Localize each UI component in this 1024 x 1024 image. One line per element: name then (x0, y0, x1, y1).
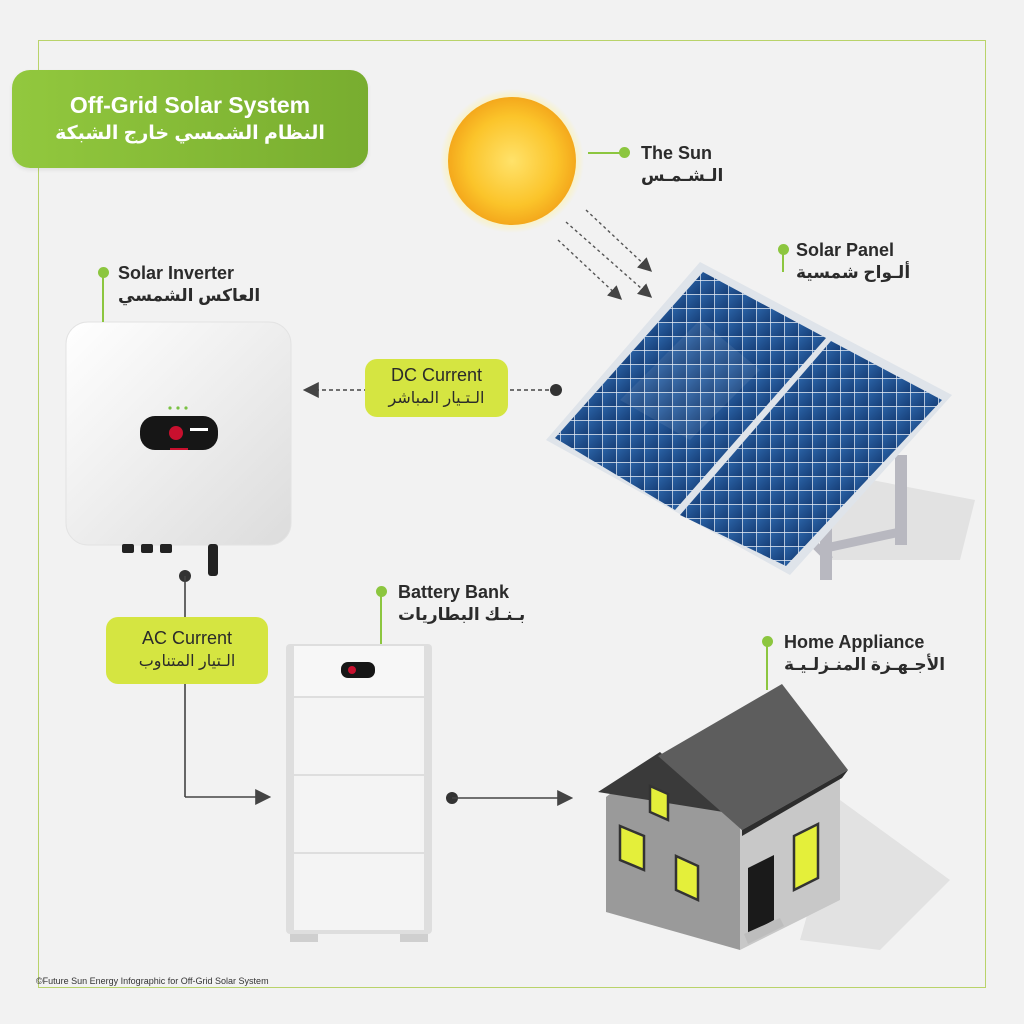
sun-label-connector (588, 152, 624, 154)
home-appliance-label-en: Home Appliance (784, 632, 925, 652)
battery-bank-illustration (286, 644, 432, 942)
battery-bank-label: Battery Bank بـنـك البطاريات (398, 582, 525, 625)
home-appliance-label-dot (762, 636, 773, 647)
battery-bank-label-ar: بـنـك البطاريات (398, 605, 526, 624)
sun-icon (440, 89, 584, 233)
solar-inverter-label-connector (102, 276, 104, 322)
battery-bank-label-connector (380, 596, 382, 644)
solar-panel-label-connector (782, 252, 784, 272)
sun-label: The Sun الـشـمـس (641, 143, 723, 186)
battery-to-home-flow (446, 790, 574, 806)
footer-credit: ©Future Sun Energy Infographic for Off-G… (36, 976, 269, 986)
solar-panel-label-en: Solar Panel (796, 240, 895, 260)
solar-panel-label-dot (778, 244, 789, 255)
ac-current-badge: AC Current الـتيار المتناوب (106, 617, 268, 684)
solar-panel-label-ar: ألـواح شمسية (796, 263, 911, 282)
battery-bank-label-dot (376, 586, 387, 597)
solar-inverter-label-en: Solar Inverter (118, 263, 235, 283)
solar-inverter-label-dot (98, 267, 109, 278)
title-badge: Off-Grid Solar System النظام الشمسي خارج… (12, 70, 368, 168)
battery-bank-label-en: Battery Bank (398, 582, 510, 602)
ac-current-label-ar: الـتيار المتناوب (138, 653, 236, 670)
ac-current-label-en: AC Current (141, 628, 233, 648)
home-appliance-label-connector (766, 646, 768, 690)
home-appliance-illustration (598, 684, 950, 950)
page-title: Off-Grid Solar System (69, 92, 311, 118)
sun-label-en: The Sun (641, 143, 712, 163)
dc-current-label-en: DC Current (390, 365, 483, 385)
sun-label-ar: الـشـمـس (641, 166, 724, 185)
sun-label-dot (619, 147, 630, 158)
dc-current-flow (302, 382, 562, 398)
dc-current-badge: DC Current الـتـيار المباشر (365, 359, 508, 417)
ac-current-flow (179, 570, 272, 805)
infographic-frame (38, 40, 986, 988)
solar-inverter-illustration (65, 321, 292, 576)
page-title-arabic: النظام الشمسي خارج الشبكة (55, 123, 325, 144)
dc-current-label-ar: الـتـيار المباشر (388, 390, 485, 407)
solar-inverter-label-ar: العاكس الشمسي (118, 286, 261, 305)
solar-panel-label: Solar Panel ألـواح شمسية (796, 240, 910, 283)
sun-rays (557, 209, 653, 300)
home-appliance-label: Home Appliance الأجـهـزة المنـزلـيـة (784, 632, 945, 675)
home-appliance-label-ar: الأجـهـزة المنـزلـيـة (784, 655, 946, 674)
solar-inverter-label: Solar Inverter العاكس الشمسي (118, 263, 260, 306)
solar-panel-illustration (546, 262, 975, 580)
